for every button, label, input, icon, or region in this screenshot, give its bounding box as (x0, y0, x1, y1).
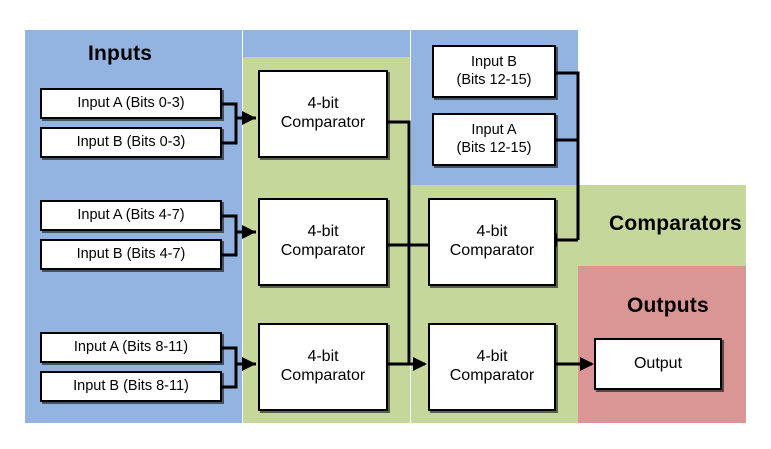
input-label-line1: Input A (471, 122, 517, 139)
comparator-label-line2: Comparator (449, 367, 535, 384)
input-box-b-bits-0-3[interactable]: Input B (Bits 0-3) (40, 127, 222, 158)
comparator-box-1[interactable]: 4-bit Comparator (258, 70, 388, 158)
comparator-label-line1: 4-bit (476, 348, 508, 366)
input-label: Input B (Bits 8-11) (73, 377, 189, 394)
comparator-label-line1: 4-bit (476, 223, 508, 241)
comparator-label-line1: 4-bit (307, 348, 339, 366)
heading-comparators: Comparators (609, 212, 742, 235)
comparator-box-5[interactable]: 4-bit Comparator (428, 323, 556, 411)
panel-comparators-label-area (578, 185, 746, 266)
input-box-a-bits-4-7[interactable]: Input A (Bits 4-7) (40, 200, 222, 231)
comparator-box-4[interactable]: 4-bit Comparator (428, 198, 556, 286)
input-box-a-bits-0-3[interactable]: Input A (Bits 0-3) (40, 88, 222, 119)
comparator-box-3[interactable]: 4-bit Comparator (258, 323, 388, 411)
input-label-line1: Input B (471, 54, 517, 71)
input-label: Input B (Bits 0-3) (76, 133, 186, 150)
heading-inputs: Inputs (88, 42, 153, 65)
input-label: Input A (Bits 0-3) (77, 94, 185, 111)
input-box-b-bits-4-7[interactable]: Input B (Bits 4-7) (40, 239, 222, 270)
comparator-label-line1: 4-bit (307, 223, 339, 241)
comparator-label-line2: Comparator (449, 242, 535, 259)
comparator-label-line1: 4-bit (307, 95, 339, 113)
input-box-a-bits-8-11[interactable]: Input A (Bits 8-11) (40, 332, 222, 363)
input-label-line2: (Bits 12-15) (456, 139, 532, 156)
input-label: Input A (Bits 8-11) (73, 338, 189, 355)
comparator-label-line2: Comparator (280, 367, 366, 384)
output-label: Output (633, 354, 683, 372)
input-label-line2: (Bits 12-15) (456, 71, 532, 88)
comparator-box-2[interactable]: 4-bit Comparator (258, 198, 388, 286)
comparator-label-line2: Comparator (280, 114, 366, 131)
output-box[interactable]: Output (594, 338, 722, 390)
comparator-label-line2: Comparator (280, 242, 366, 259)
input-box-a-bits-12-15[interactable]: Input A (Bits 12-15) (432, 113, 556, 166)
input-label: Input B (Bits 4-7) (76, 245, 186, 262)
input-label: Input A (Bits 4-7) (77, 206, 185, 223)
heading-outputs: Outputs (627, 294, 709, 317)
panel-inputs-top-middle (243, 30, 410, 57)
input-box-b-bits-8-11[interactable]: Input B (Bits 8-11) (40, 371, 222, 402)
input-box-b-bits-12-15[interactable]: Input B (Bits 12-15) (432, 45, 556, 98)
